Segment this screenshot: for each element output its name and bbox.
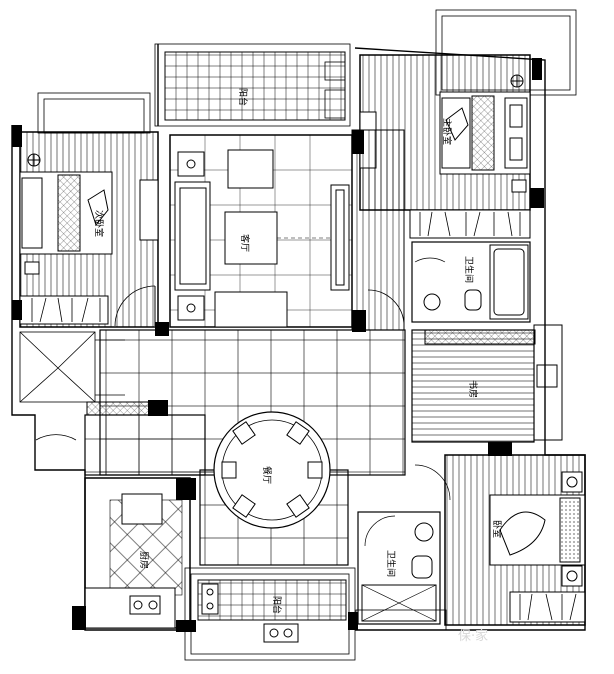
structural-columns [12, 58, 544, 632]
bathroom-top: 卫生间 [411, 241, 531, 323]
bedroom-bottom-right: 卧室 [414, 454, 586, 626]
bathroom-bottom: 卫生间 [357, 511, 441, 625]
outer-walls [11, 44, 586, 631]
room-label-kitchen: 厨房 [138, 551, 150, 569]
room-label-balcony-bottom: 阳台 [271, 596, 283, 614]
balcony-bottom: 阳台 [197, 579, 347, 643]
second-bedroom: 次卧室 [19, 131, 159, 328]
balcony-top: 阳台 [164, 51, 346, 121]
room-label-second-bedroom: 次卧室 [93, 210, 105, 237]
living-room: 客厅 [169, 134, 353, 328]
room-label-study: 书房 [467, 380, 479, 398]
hallway [351, 129, 405, 331]
kitchen: 厨房 [35, 434, 191, 629]
study: 书房 [411, 324, 563, 443]
room-label-dining-room: 餐厅 [261, 466, 273, 484]
room-label-bathroom-bottom: 卫生间 [385, 550, 397, 577]
watermark-text: 保·家 [458, 628, 488, 644]
room-label-master-bedroom: 主卧室 [441, 118, 453, 145]
room-label-living-room: 客厅 [239, 234, 251, 252]
room-label-bathroom-top: 卫生间 [463, 256, 475, 283]
room-label-bedroom-bottom-right: 卧室 [491, 520, 503, 538]
room-label-balcony-top: 阳台 [237, 88, 249, 106]
